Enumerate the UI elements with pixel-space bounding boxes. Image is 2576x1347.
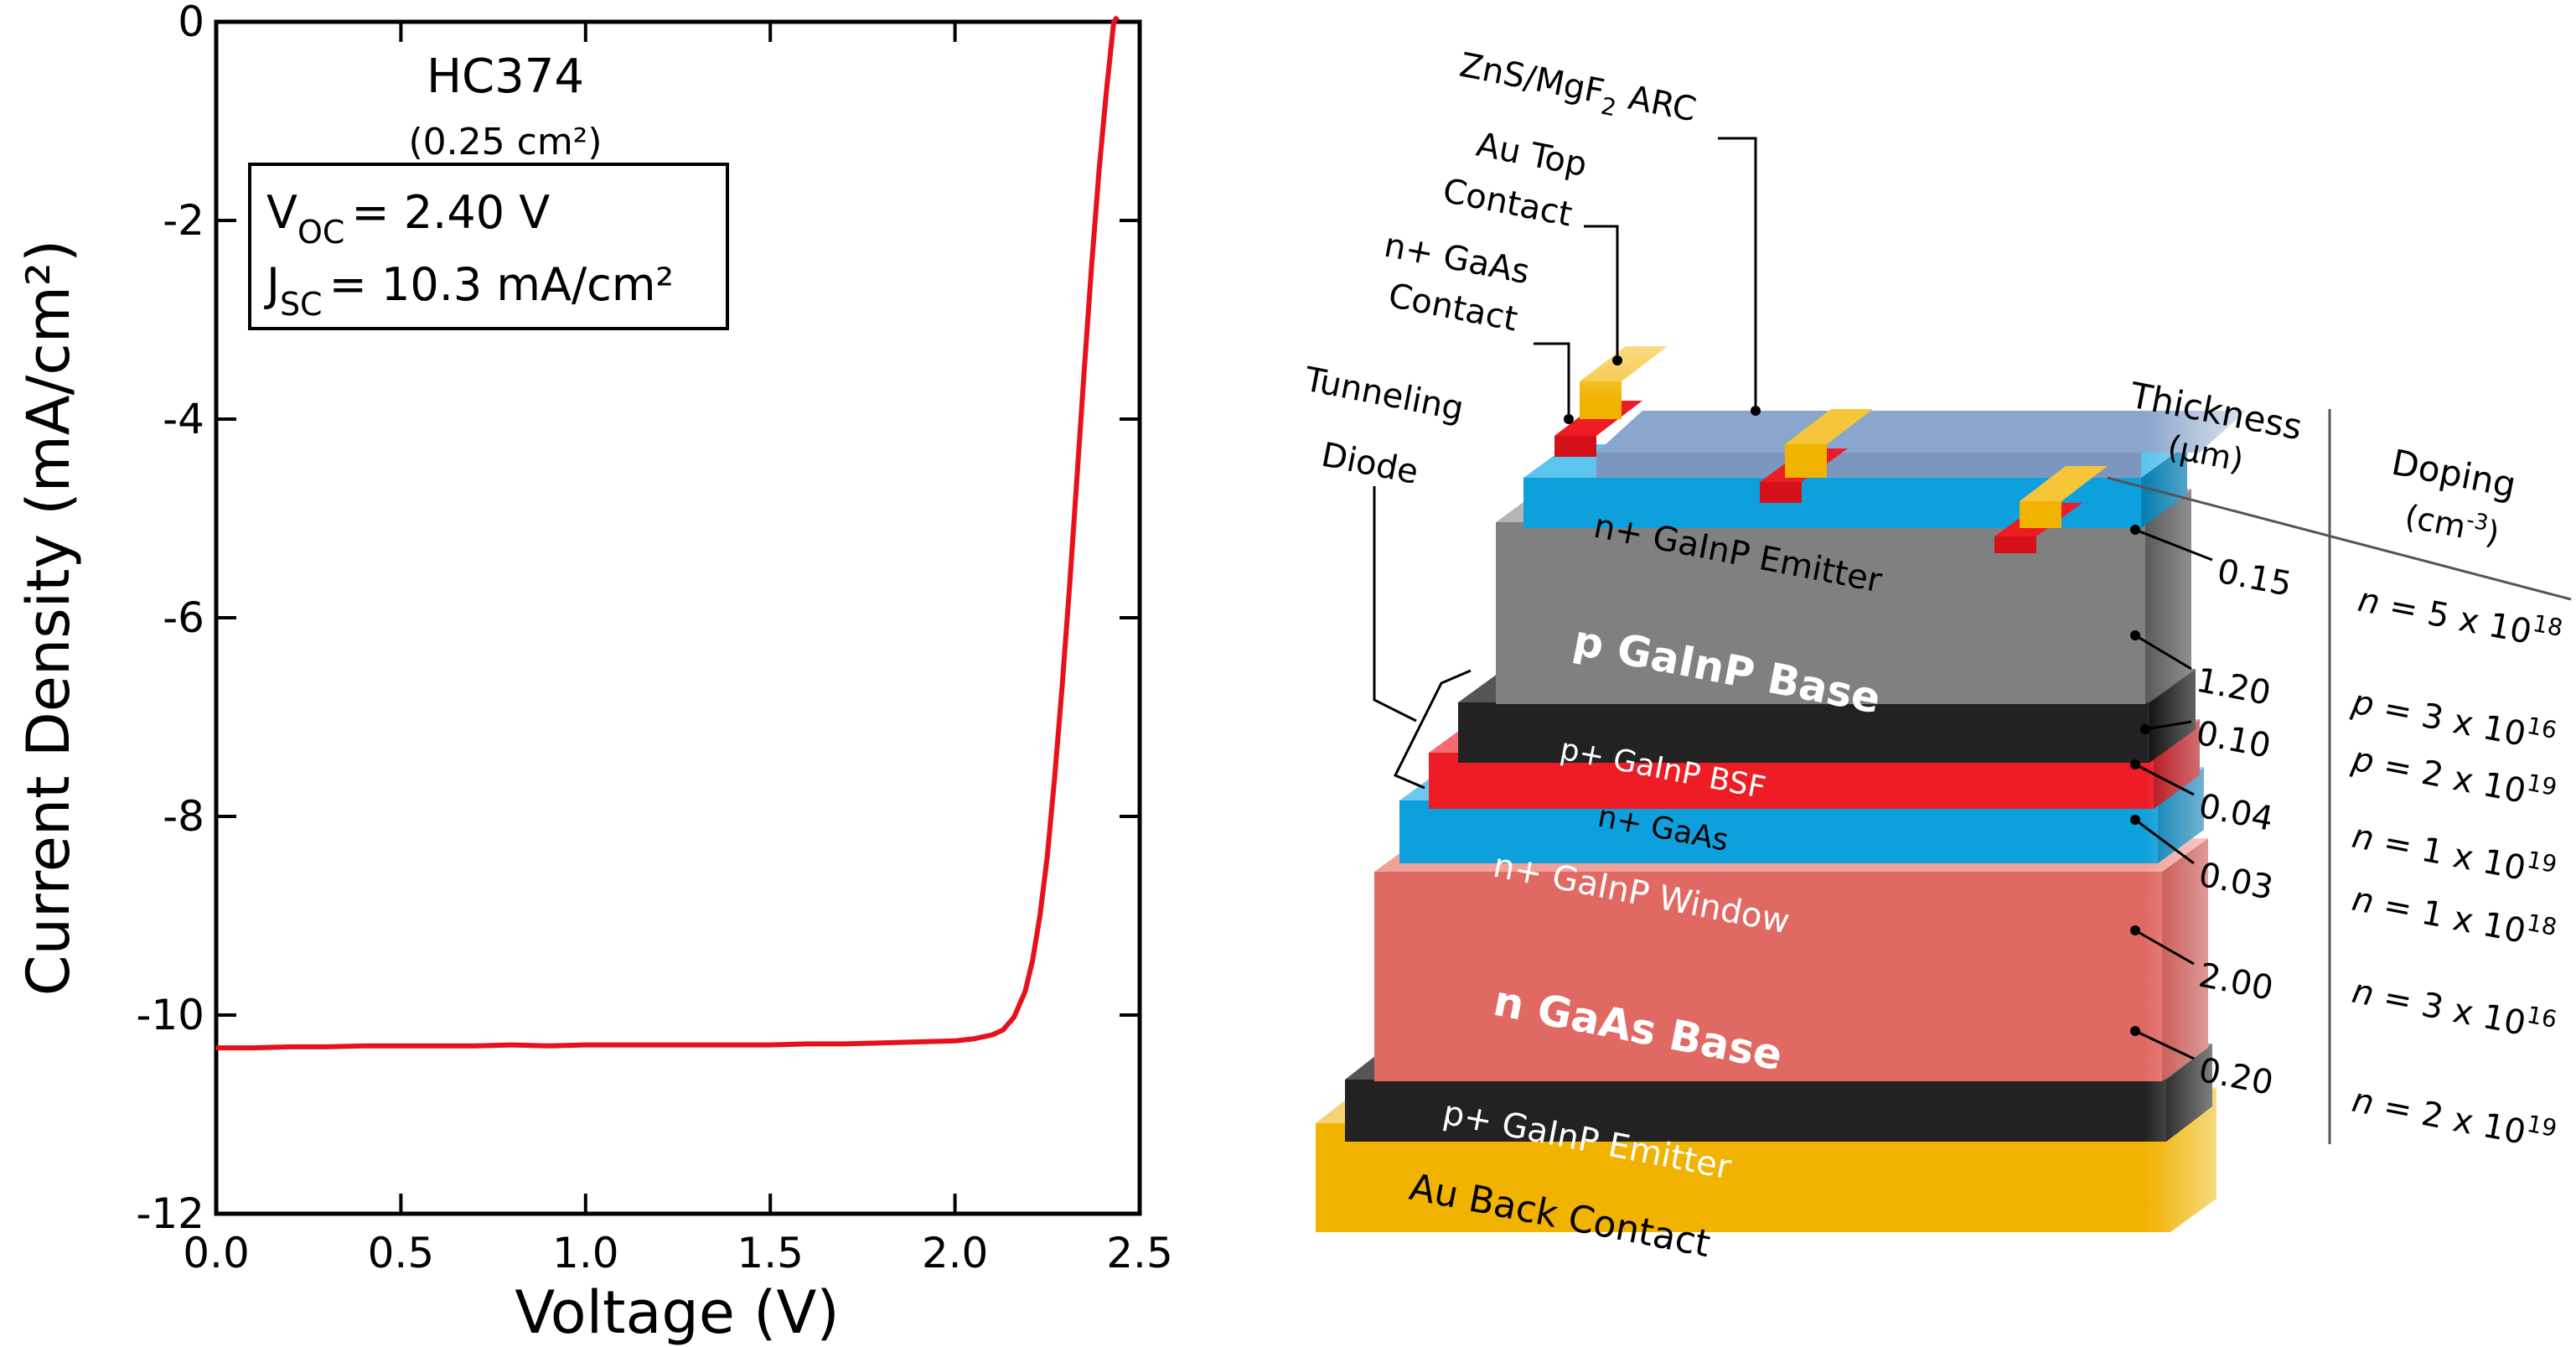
doping-value: n = 5 x 1018 <box>2355 576 2565 658</box>
tunnel-label-2: Diode <box>1318 436 1421 492</box>
thickness-leader <box>2144 720 2192 731</box>
table-header-rule <box>2107 476 2572 601</box>
tunnel-label-1: Tunneling <box>1301 360 1466 428</box>
y-tick-label: -2 <box>163 196 204 245</box>
thickness-leader <box>2134 929 2195 966</box>
x-tick-label: 2.5 <box>1106 1229 1173 1277</box>
jsc-value: = 10.3 mA/cm² <box>329 258 675 311</box>
doping-header-2: (cm-3) <box>2402 496 2502 552</box>
x-tick-label: 2.0 <box>922 1229 989 1277</box>
voc-subscript: OC <box>297 214 344 251</box>
chart-series <box>216 15 1120 1051</box>
arc-label-sub: 2 <box>1599 92 1619 122</box>
au-top-label-2: Contact <box>1440 172 1575 235</box>
thickness-leader <box>2134 818 2195 865</box>
x-tick-label: 0.5 <box>368 1229 435 1277</box>
doping-value: n = 1 x 1018 <box>2349 875 2559 957</box>
annotation-box <box>248 163 729 330</box>
fade-top <box>1542 251 2296 402</box>
fade-right <box>2145 319 2288 1249</box>
jsc-annotation: JSC= 10.3 mA/cm² <box>264 258 674 323</box>
y-axis-label: Current Density (mA/cm²) <box>14 240 83 997</box>
y-tick-label: -12 <box>136 1189 204 1238</box>
jsc-subscript: SC <box>280 286 323 323</box>
thickness-leader <box>2134 763 2195 796</box>
y-tick-label: -6 <box>163 593 204 642</box>
thickness-leader <box>2134 634 2192 671</box>
x-tick-label: 1.5 <box>737 1229 804 1277</box>
x-axis-label: Voltage (V) <box>515 1278 839 1347</box>
voc-value: = 2.40 V <box>351 186 550 239</box>
au-top-label-1: Au Top <box>1473 126 1590 185</box>
thickness-leader <box>2134 1029 2195 1060</box>
thickness-leader <box>2134 528 2213 562</box>
x-tick-label: 0.0 <box>183 1229 250 1277</box>
y-tick-label: -4 <box>163 395 204 443</box>
y-tick-label: 0 <box>178 0 204 46</box>
voc-symbol: V <box>266 186 297 239</box>
doping-header-1: Doping <box>2388 442 2519 506</box>
arc-label-tail: ARC <box>1615 76 1699 129</box>
layer-arc <box>1596 411 2246 478</box>
doping-value: n = 1 x 1019 <box>2349 812 2559 894</box>
arc-label-text: ZnS/MgF <box>1456 46 1607 111</box>
jsc-symbol: J <box>264 258 280 311</box>
y-tick-label: -10 <box>136 991 204 1039</box>
voc-annotation: VOC= 2.40 V <box>266 186 550 251</box>
svg-text:ZnS/MgF2 ARC: ZnS/MgF2 ARC <box>1455 46 1699 137</box>
doping-value: p = 2 x 1019 <box>2348 735 2559 817</box>
doping-value: n = 2 x 1019 <box>2349 1076 2559 1158</box>
x-tick-label: 1.0 <box>552 1229 619 1277</box>
chart-ticks: 0.0 0.5 1.0 1.5 2.0 2.5 0 -2 -4 -6 -8 -10 -12 <box>136 0 1172 1277</box>
doping-value: n = 3 x 1016 <box>2349 967 2559 1049</box>
y-tick-label: -8 <box>163 792 204 841</box>
chart-title: HC374 <box>427 49 584 104</box>
callout-tunneling-diode: Tunneling Diode <box>1301 360 1472 790</box>
chart-subtitle: (0.25 cm²) <box>409 121 603 163</box>
jv-curve <box>216 15 1120 1051</box>
